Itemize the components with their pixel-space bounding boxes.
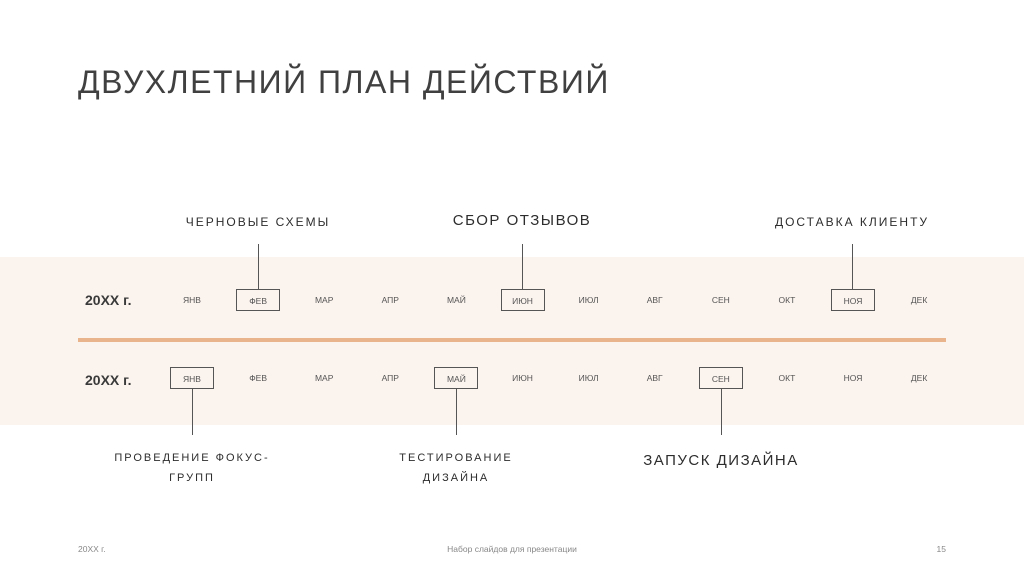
month-cell-row-1-3: МАР [314,295,334,305]
milestone-connector-bottom-1 [192,389,193,435]
milestone-focus-groups-line-1: ПРОВЕДЕНИЕ ФОКУС- [114,452,270,464]
month-cell-row-2-8: АВГ [646,373,663,383]
month-cell-row-2-9: СЕН [698,367,743,389]
footer-date: 20XX г. [78,544,106,554]
milestone-feedback: СБОР ОТЗЫВОВ [452,212,592,229]
month-cell-row-1-4: АПР [381,295,399,305]
month-cell-row-1-12: ДЕК [910,295,928,305]
month-cell-row-2-5: МАЙ [434,367,479,389]
milestone-launch: ЗАПУСК ДИЗАЙНА [643,452,799,469]
month-cell-row-2-12: ДЕК [910,373,928,383]
milestone-testing-line-1: ТЕСТИРОВАНИЕ [399,452,513,464]
month-cell-row-2-10: ОКТ [778,373,796,383]
month-cell-row-1-2: ФЕВ [236,289,281,311]
footer-presentation-name: Набор слайдов для презентации [447,544,577,554]
footer-page-number: 15 [936,544,946,554]
month-cell-row-2-3: МАР [314,373,334,383]
month-cell-row-1-10: ОКТ [778,295,796,305]
milestone-delivery: ДОСТАВКА КЛИЕНТУ [774,215,930,229]
month-cell-row-1-11: НОЯ [831,289,875,311]
year-label-row-1: 20XX г. [85,292,132,308]
month-cell-row-2-4: АПР [381,373,399,383]
year-label-row-2: 20XX г. [85,372,132,388]
slide-title: ДВУХЛЕТНИЙ ПЛАН ДЕЙСТВИЙ [78,64,610,100]
milestone-connector-bottom-2 [456,389,457,435]
month-cell-row-2-1: ЯНВ [170,367,214,389]
milestone-connector-top-2 [522,244,523,289]
month-cell-row-1-6: ИЮН [500,289,545,311]
month-cell-row-1-9: СЕН [711,295,730,305]
month-cell-row-1-5: МАЙ [446,295,466,305]
milestone-focus-groups: ПРОВЕДЕНИЕ ФОКУС- ГРУПП [92,448,292,488]
month-cell-row-1-1: ЯНВ [183,295,201,305]
milestone-connector-top-3 [852,244,853,289]
milestone-testing: ТЕСТИРОВАНИЕ ДИЗАЙНА [356,448,556,488]
timeline-divider [78,338,946,342]
milestone-testing-line-2: ДИЗАЙНА [422,472,490,484]
milestone-connector-top-1 [258,244,259,289]
milestone-connector-bottom-3 [721,389,722,435]
month-cell-row-2-11: НОЯ [843,373,863,383]
milestone-drafts: ЧЕРНОВЫЕ СХЕМЫ [185,215,331,229]
month-cell-row-2-7: ИЮЛ [578,373,599,383]
milestone-focus-groups-line-2: ГРУПП [169,472,215,484]
month-cell-row-1-7: ИЮЛ [578,295,599,305]
month-cell-row-2-2: ФЕВ [249,373,267,383]
month-cell-row-1-8: АВГ [646,295,663,305]
month-cell-row-2-6: ИЮН [512,373,533,383]
